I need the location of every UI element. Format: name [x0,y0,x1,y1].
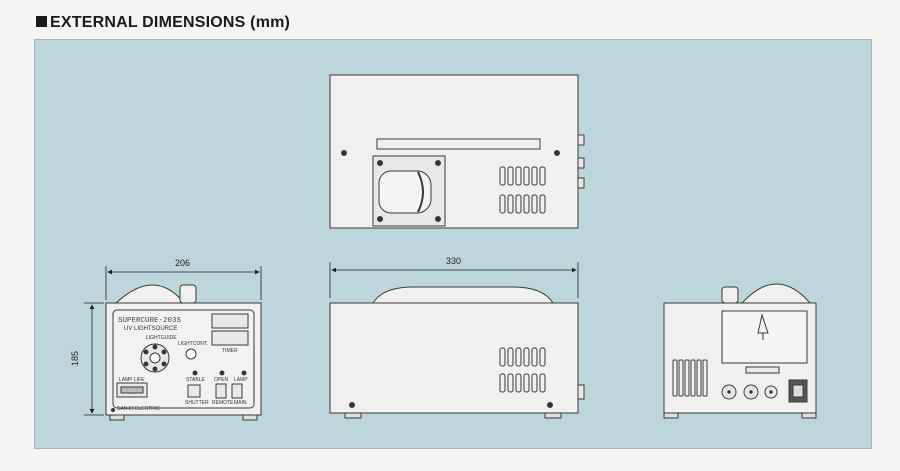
width-dimension [105,266,262,300]
depth-dimension [329,262,579,298]
height-dimension [84,302,104,416]
remote-label: REMOTE [212,400,234,406]
depth-value: 330 [446,256,461,266]
side-view [329,286,585,419]
lamp-life-label: LAMP LIFE [119,377,145,383]
front-view [105,284,262,421]
lightcont-label: LIGHTCONT. [178,341,208,347]
maker-label: SAN-EI ELECTRIC [117,406,160,412]
top-view [329,74,585,229]
main-label: MAIN [234,400,247,406]
lamp-label: LAMP [234,377,248,383]
stable-label: STABLE [186,377,205,383]
front-panel-labels: SUPERCURE-203S UV LIGHTSOURCE LIGHTGUIDE… [117,317,248,412]
page-title: EXTERNAL DIMENSIONS (mm) [36,14,290,32]
heading-square-icon [36,16,47,27]
heading-text: EXTERNAL DIMENSIONS (mm) [50,14,291,31]
width-value: 206 [175,258,190,268]
timer-label: TIMER [222,348,238,354]
subtitle-label: UV LIGHTSOURCE [124,326,177,332]
lightguide-label: LIGHTGUIDE [146,335,177,341]
height-value: 185 [70,351,80,366]
model-label: SUPERCURE-203S [118,317,182,325]
rear-view [663,283,817,419]
shutter-label: SHUTTER [185,400,209,406]
open-label: OPEN [214,377,229,383]
